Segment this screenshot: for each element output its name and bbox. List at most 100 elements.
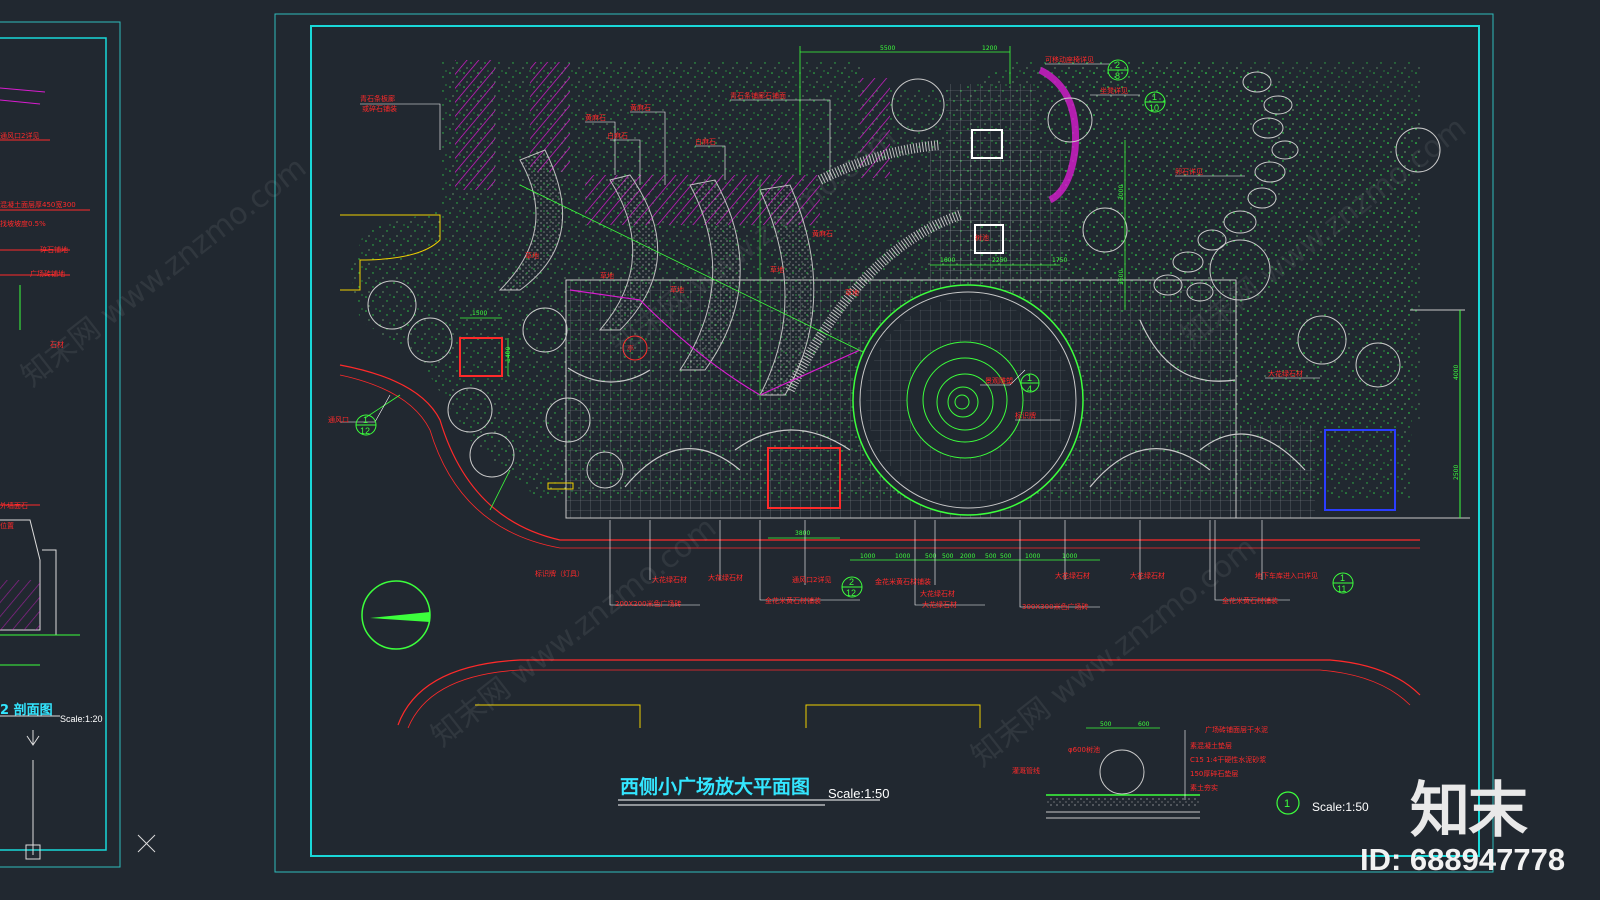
label-bottom-3: 通风口2详见 xyxy=(792,575,831,584)
dim-mid-9: 3800 xyxy=(795,530,810,537)
dim-mid-8: 2500 xyxy=(1453,465,1460,480)
detail-scale: Scale:1:50 xyxy=(1312,800,1369,814)
callout-5: 1 4 xyxy=(1020,373,1040,394)
callout-3: 2 12 xyxy=(841,576,863,598)
label-bottom-2: 大花绿石材 xyxy=(708,573,743,582)
label-biao-shi: 标识牌 xyxy=(1015,411,1036,420)
callout-2-num: 1 xyxy=(363,415,368,425)
label-bottom2-2: 大花绿石材 xyxy=(920,589,955,598)
label-cao-5: 草地 xyxy=(845,288,859,297)
label-bottom2-3: 300X300米色广场砖 xyxy=(1022,602,1089,611)
dimension-lines xyxy=(364,46,1461,561)
feature-boxes xyxy=(459,129,1396,511)
detail-section: 500 600 广场砖铺面层干水泥 素混凝土垫层 C15 1:4干硬性水泥砂浆 … xyxy=(1012,721,1369,819)
left-label-7: 位置 xyxy=(0,521,14,530)
label-bottom-7: 大花绿石材 xyxy=(1130,571,1165,580)
label-top-left-2: 或碎石铺装 xyxy=(362,104,397,113)
callout-3-sheet: 12 xyxy=(846,588,856,598)
dim-mid-7: 4000 xyxy=(1453,365,1460,380)
label-huang-ma: 黄麻石 xyxy=(812,229,833,238)
label-cao-1: 草地 xyxy=(525,251,539,260)
dim-mid-5: 3000 xyxy=(1118,185,1125,200)
detail-tree: φ600树池 xyxy=(1068,745,1100,754)
callout-4-num: 1 xyxy=(1340,573,1345,583)
dim-bot-7: 1000 xyxy=(1025,553,1040,560)
left-label-1: 混凝土面层厚450宽300 xyxy=(0,200,76,209)
label-bottom-0: 标识牌（灯具） xyxy=(535,569,584,578)
drawing-scale: Scale:1:50 xyxy=(828,786,889,801)
dim-mid-6: 3600 xyxy=(1118,270,1125,285)
left-label-6: 外墙面石 xyxy=(0,501,28,510)
stepping-stones xyxy=(1153,71,1299,302)
north-arrow-icon xyxy=(361,580,431,650)
label-cao-4: 草地 xyxy=(770,265,784,274)
callout-0: 2 8 xyxy=(1107,59,1129,81)
label-bottom-6: 大花绿石材 xyxy=(1055,571,1090,580)
label-tong-feng: 通风口 xyxy=(328,415,349,424)
detail-label-3: 150厚碎石垫层 xyxy=(1190,769,1238,778)
label-bottom2-4: 金花米黄石材铺装 xyxy=(1222,596,1278,605)
label-huang-2: 黄麻石 xyxy=(630,103,651,112)
dim-bot-1: 1000 xyxy=(895,553,910,560)
label-ke-xie: 可移动座椅详见 xyxy=(1045,55,1094,64)
detail-label-1: 素混凝土垫层 xyxy=(1190,741,1232,750)
callout-4-sheet: 11 xyxy=(1337,584,1346,594)
dim-top-0: 5500 xyxy=(880,45,895,52)
label-bottom2-0: 200X200米色广场砖 xyxy=(615,599,682,608)
dim-bot-4: 2000 xyxy=(960,553,975,560)
detail-label-2: C15 1:4干硬性水泥砂浆 xyxy=(1190,755,1266,764)
trees xyxy=(367,78,1441,489)
label-shu-chi: 树池 xyxy=(975,233,989,242)
label-huang-1: 黄麻石 xyxy=(585,113,606,122)
detail-label-0: 广场砖铺面层干水泥 xyxy=(1205,725,1268,734)
sheet-outer-frame xyxy=(274,13,1494,873)
callout-5-num: 1 xyxy=(1027,373,1032,383)
detail-dim-1: 600 xyxy=(1138,721,1150,728)
label-bai-2: 白麻石 xyxy=(695,137,716,146)
dim-mid-3: 2250 xyxy=(992,257,1007,264)
callout-0-num: 2 xyxy=(1115,60,1120,70)
left-section-title: 2 剖面图 xyxy=(0,702,53,718)
callout-bubbles: 2 8 1 10 1 12 2 12 1 11 xyxy=(355,59,1354,598)
label-cao-3: 草地 xyxy=(670,285,684,294)
label-bottom-5: 大花绿石材 xyxy=(922,600,957,609)
paving-arcs xyxy=(567,319,1306,488)
left-label-2: 找坡坡度0.5% xyxy=(0,219,46,228)
dimension-texts: 5500 1200 1500 1400 1600 2250 1750 3000 … xyxy=(472,45,1460,560)
callout-5-sheet: 4 xyxy=(1027,384,1032,394)
callout-0-sheet: 8 xyxy=(1115,71,1120,81)
callout-1-sheet: 10 xyxy=(1149,103,1159,113)
label-bai-1: 白麻石 xyxy=(607,131,628,140)
dim-bot-6: 500 xyxy=(1000,553,1012,560)
left-scale: Scale:1:20 xyxy=(60,714,103,724)
callout-2-sheet: 12 xyxy=(360,426,370,436)
dim-bot-0: 1000 xyxy=(860,553,875,560)
label-bottom-4: 金花米黄石材铺装 xyxy=(875,577,931,586)
left-label-0: 通风口2详见 xyxy=(0,131,39,140)
brand-logo: 知末 xyxy=(1410,776,1528,846)
drawing-title: 西侧小广场放大平面图 xyxy=(620,775,810,798)
detail-dim-0: 500 xyxy=(1100,721,1112,728)
dim-bot-5: 500 xyxy=(985,553,997,560)
label-nuan-shi: 卵石详见 xyxy=(1175,167,1203,176)
label-da-hua-right: 大花绿石材 xyxy=(1268,369,1303,378)
callout-3-num: 2 xyxy=(849,577,854,587)
detail-left: 灌溉管线 xyxy=(1012,766,1040,775)
callout-2: 1 12 xyxy=(355,414,377,436)
left-label-5: 石材 xyxy=(50,340,64,349)
dim-bot-3: 500 xyxy=(942,553,954,560)
callout-4: 1 11 xyxy=(1332,572,1354,594)
dim-bot-2: 500 xyxy=(925,553,937,560)
dim-mid-0: 1500 xyxy=(472,310,487,317)
label-jing-guan: 景观雕塑 xyxy=(985,376,1013,385)
drawing-title-block: 西侧小广场放大平面图 Scale:1:50 xyxy=(618,775,889,806)
callout-1: 1 10 xyxy=(1144,91,1166,113)
dim-mid-2: 1600 xyxy=(940,257,955,264)
label-bottom2-1: 金花米黄石材铺装 xyxy=(765,596,821,605)
left-label-4: 广场砖铺地 xyxy=(30,269,65,278)
round-plaza xyxy=(852,284,1084,516)
annotations: 青石条板廊 或碎石铺装 黄麻石 黄麻石 白麻石 白麻石 青石条铺廊石铺面 可移动… xyxy=(328,55,1320,611)
left-sheet: 通风口2详见 混凝土面层厚450宽300 找坡坡度0.5% 碎石铺地 广场砖铺地… xyxy=(0,21,156,868)
label-top-left-1: 青石条板廊 xyxy=(360,94,395,103)
